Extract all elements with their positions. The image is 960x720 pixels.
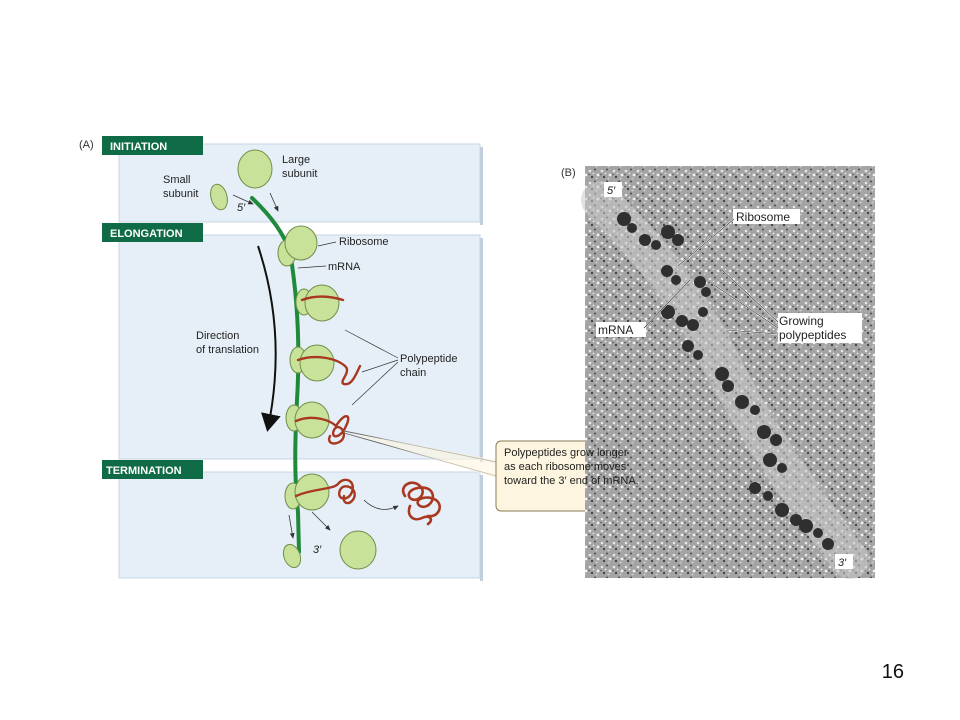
elongation-title: ELONGATION <box>110 228 183 240</box>
ribosome-label-b: Ribosome <box>736 210 790 224</box>
released-small-subunit <box>282 543 302 569</box>
initiation-panel <box>118 143 481 223</box>
three-prime-label-a: 3′ <box>313 544 322 556</box>
mrna-strand <box>250 196 301 554</box>
ribosome-shape-2 <box>304 284 340 322</box>
mrna-label-a: mRNA <box>328 261 361 273</box>
polypeptide-chain-label: Polypeptide chain <box>400 353 461 379</box>
direction-arrow <box>257 245 281 432</box>
five-prime-label-b: 5′ <box>607 185 616 197</box>
polypeptide-completed <box>294 478 356 505</box>
five-prime-label-a: 5′ <box>237 202 246 214</box>
panel-a-label: (A) <box>79 139 94 151</box>
three-prime-label-b: 3′ <box>838 557 847 569</box>
ribosome-label-a: Ribosome <box>339 236 389 248</box>
released-polypeptide <box>401 481 441 526</box>
ribosome-shape-4 <box>294 401 330 439</box>
ribosome-large <box>284 225 318 261</box>
polypeptide-short <box>300 295 345 302</box>
panel-b-label: (B) <box>561 167 576 179</box>
termination-header <box>102 460 203 479</box>
polypeptide-long <box>294 415 350 445</box>
small-subunit-label: Small subunit <box>163 174 198 200</box>
callout-text: Polypeptides grow longer as each ribosom… <box>504 447 639 487</box>
released-large-subunit <box>339 530 377 570</box>
termination-title: TERMINATION <box>106 465 182 477</box>
slide-number: 16 <box>881 661 904 683</box>
large-subunit-shape <box>237 149 273 189</box>
initiation-header <box>102 136 203 155</box>
direction-label: Direction of translation <box>196 330 259 356</box>
micrograph-ribosomes <box>617 212 834 550</box>
polypeptide-medium <box>296 355 362 386</box>
small-subunit-shape <box>210 183 228 211</box>
large-subunit-label: Large subunit <box>282 154 317 180</box>
initiation-title: INITIATION <box>110 141 167 153</box>
mrna-label-b: mRNA <box>598 323 633 337</box>
growing-polypeptides-label: Growing polypeptides <box>779 314 846 342</box>
ribosome-shape-3 <box>299 344 335 382</box>
elongation-header <box>102 223 203 242</box>
